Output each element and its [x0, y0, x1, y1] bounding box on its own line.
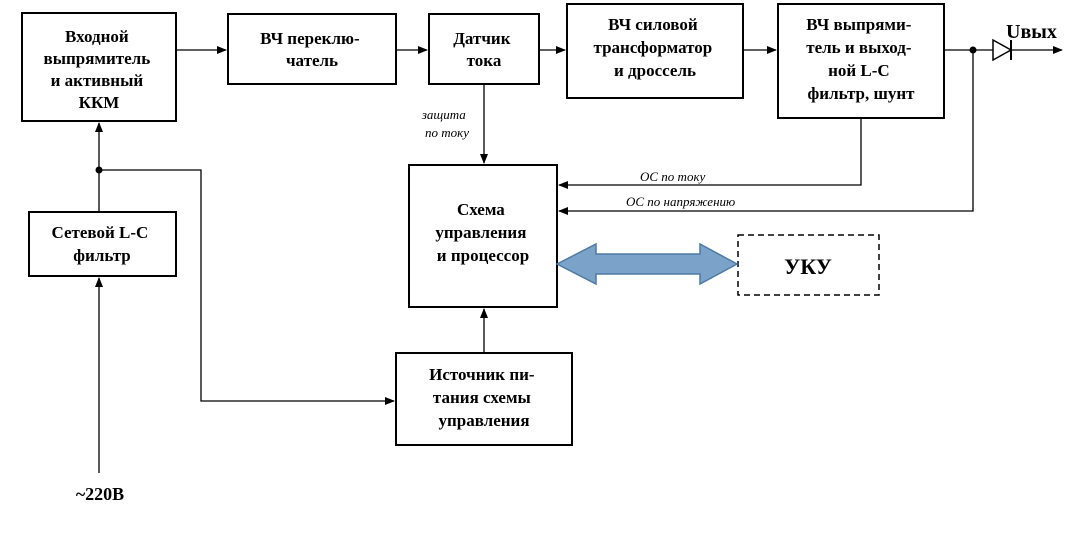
control-power-block: Источник пи- тания схемы управления — [395, 352, 573, 446]
svg-text:Сетевой L-C фильтр: Сетевой L-C фильтр — [51, 223, 152, 265]
bidirectional-arrow — [555, 242, 739, 286]
input-voltage-label: ~220В — [76, 484, 124, 504]
current-feedback-label: ОС по току — [640, 169, 706, 184]
uku-block: УКУ — [737, 234, 880, 296]
output-voltage-label: Uвых — [1006, 21, 1057, 43]
svg-text:Датчик тока: Датчик тока — [453, 29, 515, 70]
svg-text:ВЧ силовой трансформатор: ВЧ силовой трансформатор и дроссель — [594, 15, 717, 80]
svg-text:Входной выпрямитель: Входной выпрямитель и активный ККМ — [44, 27, 155, 112]
diode-icon — [992, 38, 1013, 62]
current-sensor-block: Датчик тока — [428, 13, 540, 85]
input-rectifier-block: Входной выпрямитель и активный ККМ — [21, 12, 177, 122]
control-processor-block: Схема управления и процессор — [408, 164, 558, 308]
voltage-feedback-label: ОС по напряжению — [626, 194, 735, 209]
svg-text:ВЧ переклю- чатель: ВЧ переклю- чатель — [260, 29, 364, 70]
voltage-feedback-line — [558, 50, 974, 215]
svg-text:Источник пи- тания схемы: Источник пи- тания схемы управления — [429, 365, 539, 430]
branch-to-control-power — [99, 169, 395, 405]
power-transformer-block: ВЧ силовой трансформатор и дроссель — [566, 3, 744, 99]
svg-text:ВЧ выпрями- тель и выход: ВЧ выпрями- тель и выход- ной L-C фильтр… — [806, 15, 916, 103]
svg-text:Схема управления и: Схема управления и процессор — [435, 200, 530, 265]
protection-label: защита по току — [421, 107, 469, 140]
svg-text:УКУ: УКУ — [784, 254, 832, 279]
hf-switch-block: ВЧ переклю- чатель — [227, 13, 397, 85]
output-line — [944, 46, 993, 54]
mains-filter-block: Сетевой L-C фильтр — [28, 211, 177, 277]
current-feedback-line — [558, 118, 862, 189]
output-rectifier-block: ВЧ выпрями- тель и выход- ной L-C фильтр… — [777, 3, 945, 119]
